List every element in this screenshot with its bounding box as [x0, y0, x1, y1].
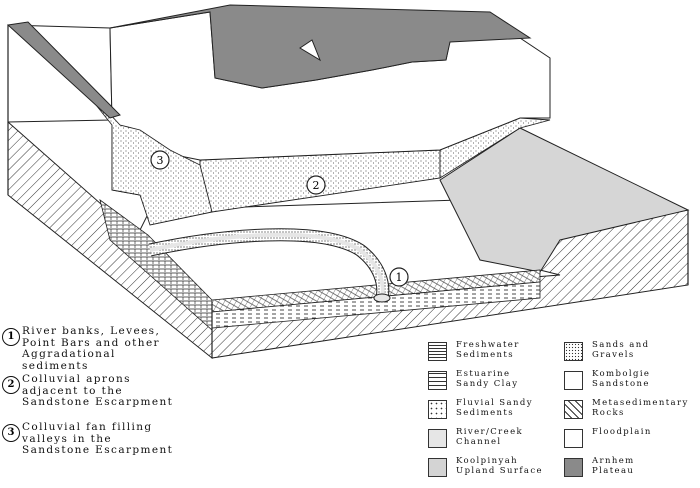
river-channel: [148, 228, 391, 303]
legend-swatch: [564, 429, 583, 448]
note-number: 3: [2, 424, 20, 442]
callout-2: 2: [306, 175, 326, 195]
block-outline: [7, 25, 689, 358]
callout-3-label: 3: [157, 154, 164, 167]
legend-swatch: [428, 371, 447, 390]
note-number: 1: [2, 328, 20, 346]
legend-swatch: [564, 458, 583, 477]
arnhem-plateau: [6, 4, 532, 119]
legend-swatch: [428, 429, 447, 448]
note-text: River banks, Levees,Point Bars and other…: [22, 325, 161, 372]
callout-1-label: 1: [396, 271, 403, 284]
legend-swatch: [564, 400, 583, 419]
note-number: 2: [2, 376, 20, 394]
legend-swatch: [428, 400, 447, 419]
legend-swatch: [428, 342, 447, 361]
callout-1: 1: [389, 267, 409, 287]
callout-2-label: 2: [313, 179, 320, 192]
callout-3: 3: [150, 150, 170, 170]
legend-swatch: [564, 371, 583, 390]
legend-label: Floodplain: [592, 427, 652, 437]
legend-swatch: [428, 458, 447, 477]
legend-swatch: [564, 342, 583, 361]
